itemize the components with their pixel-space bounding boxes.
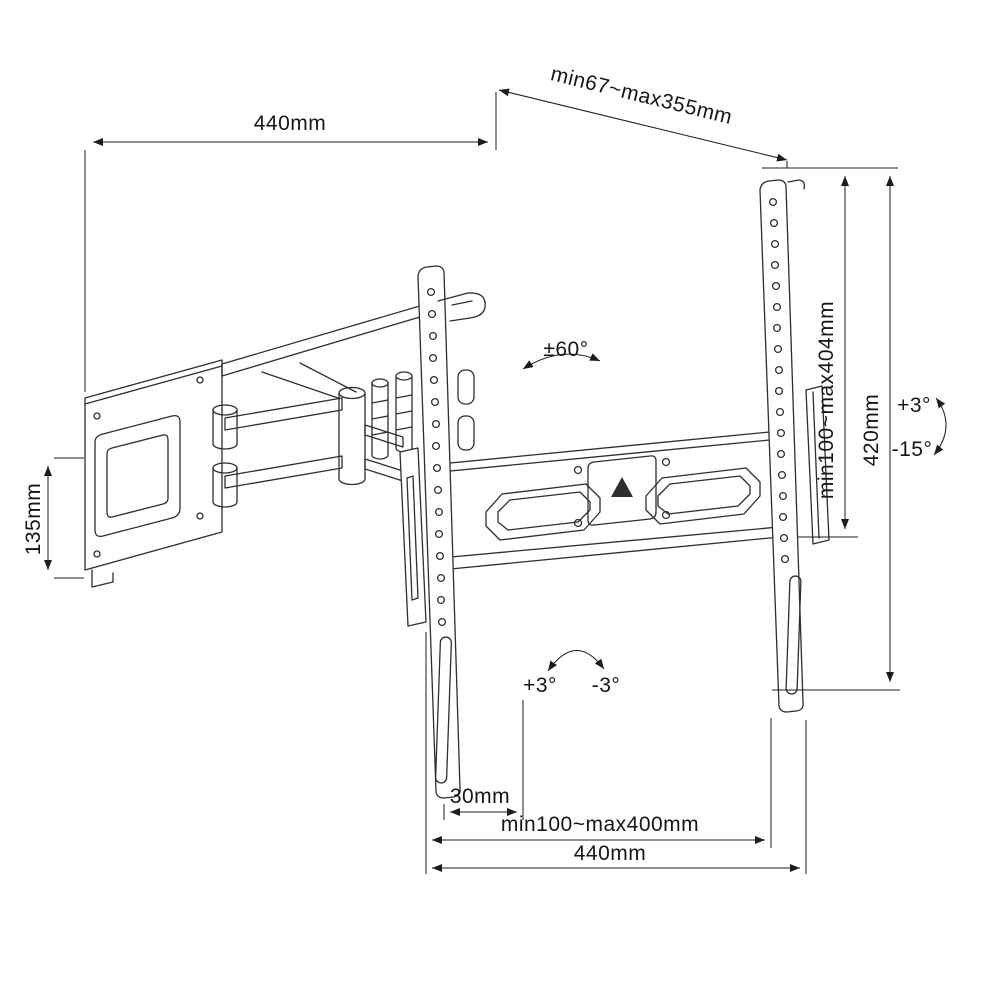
carriage-plate xyxy=(399,447,427,627)
mounting-holes xyxy=(426,287,447,627)
label-rotate-minus: -3° xyxy=(592,674,621,697)
dim-height-range: min100~max404mm xyxy=(762,167,898,538)
mounting-holes xyxy=(768,197,790,564)
dim-swivel-angle: ±60° xyxy=(522,338,601,370)
label-rotate-plus: +3° xyxy=(523,674,557,697)
label-bracket-height: 420mm xyxy=(860,394,883,467)
dim-bracket-height: 420mm xyxy=(772,176,900,691)
wall-plate xyxy=(84,359,223,588)
wall-bracket xyxy=(805,385,830,545)
label-swivel-angle: ±60° xyxy=(543,338,588,361)
dim-bottom: 30mm min100~max400mm 440mm xyxy=(425,632,807,874)
label-height-range: min100~max404mm xyxy=(815,301,838,499)
center-plate xyxy=(573,455,671,528)
dim-top-width: 440mm xyxy=(84,92,497,392)
label-tilt-down: -15° xyxy=(892,438,933,461)
label-tilt-up: +3° xyxy=(897,394,931,417)
crossbar xyxy=(439,429,791,571)
dim-rotation-angles: +3° -3° xyxy=(523,650,620,697)
label-vesa-width-range: min100~max400mm xyxy=(501,813,699,836)
label-extension-range: min67~max355mm xyxy=(548,62,734,129)
dim-tilt-angles: +3° -15° xyxy=(892,394,947,461)
up-arrow-icon xyxy=(611,477,633,497)
front-rail xyxy=(417,265,486,799)
dim-extension-range: min67~max355mm xyxy=(498,62,788,168)
label-top-width: 440mm xyxy=(254,112,327,135)
label-bottom-width: 440mm xyxy=(574,842,647,865)
dim-plate-height: 135mm xyxy=(22,457,84,579)
articulating-arm xyxy=(212,302,431,508)
tilt-mechanism xyxy=(371,371,413,460)
label-plate-height: 135mm xyxy=(22,483,45,556)
label-bottom-offset: 30mm xyxy=(450,785,510,808)
tv-wall-mount-drawing xyxy=(84,179,830,799)
rear-rail xyxy=(759,179,806,713)
